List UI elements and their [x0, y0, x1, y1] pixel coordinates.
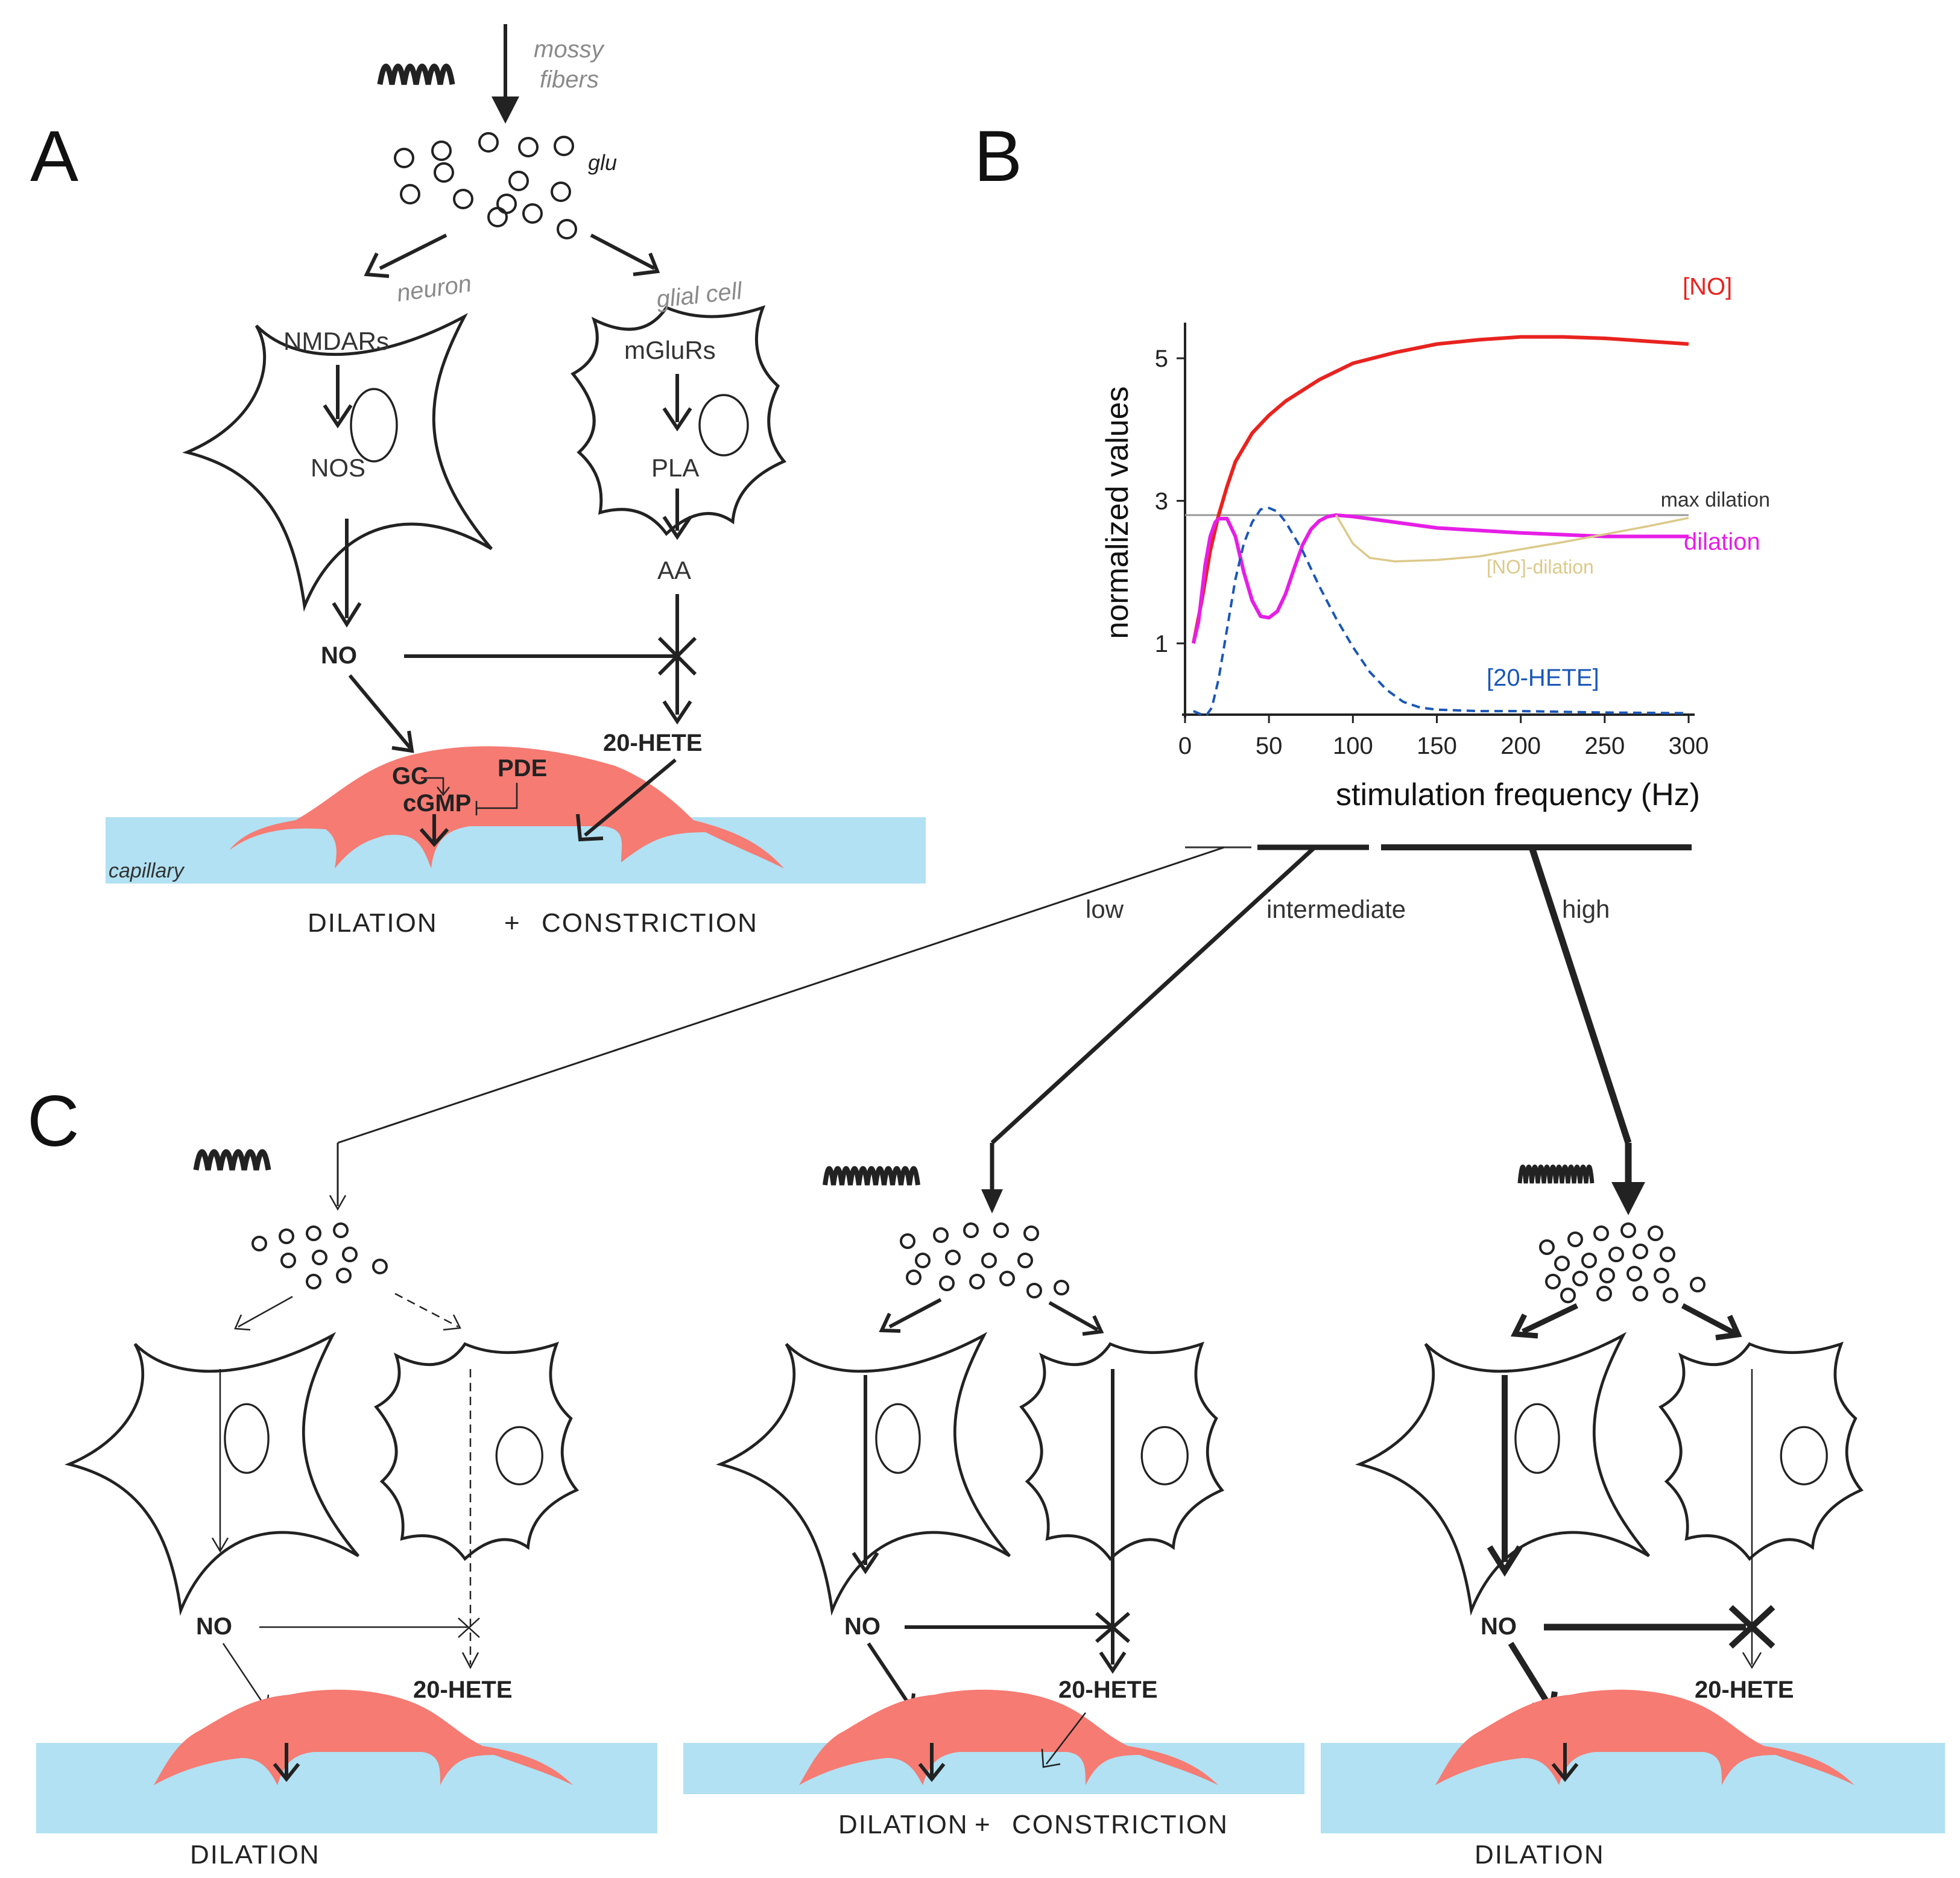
spike-train-icon	[377, 63, 455, 85]
mossy-label-2: fibers	[540, 66, 599, 93]
max-dilation-label: max dilation	[1661, 488, 1770, 511]
line-chart: 0 50 100 150 200 250 300 1 3 5 max dilation [NO] dil…	[1155, 274, 1770, 759]
glu-to-glia-arrow	[590, 233, 656, 270]
glutamate-vesicles	[394, 132, 577, 239]
glutamate-vesicles-low	[251, 1222, 388, 1289]
series-line-nodilation	[1335, 514, 1689, 563]
panel-c-label: C	[27, 1081, 80, 1162]
x-axis-title: stimulation frequency (Hz)	[1336, 777, 1700, 812]
panel-b-label: B	[974, 116, 1022, 197]
caption-plus-intermediate: +	[975, 1810, 991, 1839]
range-intermediate-label: intermediate	[1266, 895, 1406, 923]
mossy-label-1: mossy	[534, 36, 605, 63]
glutamate-vesicles-intermediate	[900, 1222, 1069, 1298]
no-label-intermediate: NO	[844, 1613, 880, 1640]
x-tick-label: 100	[1333, 733, 1373, 759]
aa-label: AA	[657, 556, 691, 584]
capillary-low	[36, 1743, 657, 1833]
mglurs-label: mGluRs	[624, 336, 716, 364]
glu-label: glu	[588, 150, 617, 175]
panel-b: B 0 50 100 150 200 250 300 1 3 5 max dilation [NO] d…	[337, 116, 1770, 1145]
x-tick-label: 250	[1584, 733, 1625, 759]
panel-a-label: A	[30, 116, 78, 197]
range-low-label: low	[1086, 895, 1124, 923]
x-tick-label: 150	[1417, 733, 1457, 759]
caption-dilation-intermediate: DILATION	[838, 1810, 969, 1839]
capillary-high	[1321, 1743, 1945, 1833]
pericyte-intermediate	[799, 1689, 1218, 1785]
panel-c-intermediate: NO 20-HETE DILATION + CONSTRICTION	[683, 1143, 1304, 1839]
pericyte-low	[154, 1689, 573, 1785]
spike-train-low-icon	[193, 1149, 271, 1171]
series-line-dilation	[1191, 513, 1689, 644]
no-label-a: NO	[321, 642, 357, 669]
cgmp-label: cGMP	[403, 790, 471, 817]
capillary-a	[106, 817, 926, 884]
nmdars-label: NMDARs	[283, 327, 389, 355]
x-tick-label: 50	[1256, 733, 1283, 759]
panel-c-high: NO 20-HETE DILATION	[1321, 1143, 1945, 1870]
caption-constriction-intermediate: CONSTRICTION	[1012, 1810, 1228, 1839]
series-label-20hete: [20-HETE]	[1487, 665, 1599, 691]
hete-label-intermediate: 20-HETE	[1058, 1677, 1158, 1703]
series-label-no: [NO]	[1683, 274, 1732, 300]
x-tick-label: 0	[1178, 733, 1192, 759]
glu-to-neuron-arrow	[379, 233, 447, 270]
series-line-20hete	[1193, 507, 1689, 716]
y-axis-title: normalized values	[1100, 386, 1135, 639]
panel-c-low: NO 20-HETE DILATION	[36, 1143, 657, 1870]
nos-label: NOS	[311, 454, 365, 482]
panel-c: C NO 2	[27, 1081, 1945, 1870]
caption-dilation-high: DILATION	[1475, 1840, 1605, 1870]
capillary-label: capillary	[109, 859, 185, 882]
hete-label-low: 20-HETE	[413, 1677, 513, 1703]
y-tick-label: 1	[1155, 631, 1168, 657]
series-label-dilation: dilation	[1684, 529, 1760, 555]
y-tick-label: 3	[1155, 488, 1168, 514]
mossy-fiber-arrowhead	[492, 96, 519, 124]
neuron-label: neuron	[395, 270, 473, 307]
panel-a: A mossy fibers glu neuron NMDARs NOS gli…	[30, 24, 926, 938]
y-tick-label: 5	[1155, 346, 1168, 372]
spike-train-high-icon	[1517, 1165, 1595, 1184]
pericyte-a	[229, 746, 784, 868]
caption-constriction-a: CONSTRICTION	[542, 908, 758, 938]
glial-cell-label: glial cell	[655, 277, 744, 313]
range-high-label: high	[1562, 895, 1610, 923]
hete-label-high: 20-HETE	[1695, 1677, 1794, 1703]
caption-plus-a: +	[504, 908, 521, 938]
caption-dilation-a: DILATION	[308, 908, 438, 938]
pla-label: PLA	[651, 454, 699, 482]
caption-dilation-low: DILATION	[190, 1840, 320, 1870]
x-tick-label: 200	[1500, 733, 1541, 759]
no-label-high: NO	[1481, 1613, 1517, 1640]
no-label-low: NO	[196, 1613, 232, 1640]
glutamate-vesicles-high	[1539, 1222, 1706, 1303]
pde-label: PDE	[498, 755, 547, 782]
hete-label-a: 20-HETE	[603, 730, 703, 756]
pericyte-high	[1435, 1689, 1854, 1785]
series-line-no	[1191, 335, 1689, 644]
series-label-nodilation: [NO]-dilation	[1487, 556, 1594, 578]
gc-label: GC	[392, 763, 428, 789]
spike-train-intermediate-icon	[823, 1166, 920, 1186]
x-tick-label: 300	[1669, 733, 1709, 759]
